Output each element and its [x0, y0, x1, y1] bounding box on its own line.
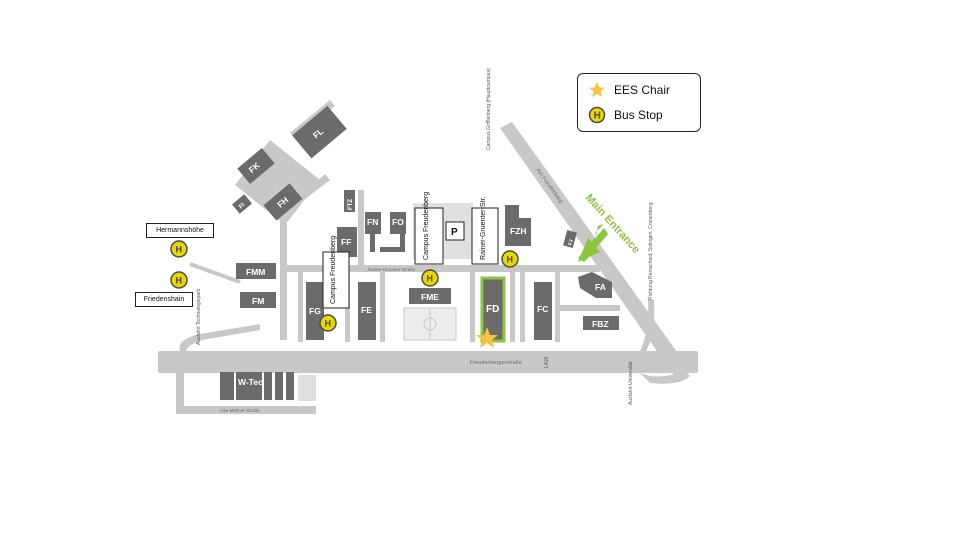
- freudenbergerstrasse-road: [158, 351, 698, 373]
- building-fo[interactable]: FO: [380, 212, 406, 252]
- star-icon: [589, 82, 605, 97]
- building-ftz-label: FTZ: [348, 199, 354, 210]
- fg-vertical-road: [280, 210, 287, 340]
- building-fa-label: FA: [595, 282, 606, 292]
- friedenshain-box: Friedenshain: [135, 292, 193, 307]
- ausfahrt-universitaet-label: Ausfahrt Universität: [628, 361, 634, 405]
- ausfahrt-technologiepark-label: Ausfahrt Technologiepark: [196, 288, 202, 345]
- building-fmm[interactable]: FMM: [236, 263, 276, 279]
- building-fj[interactable]: FJ: [563, 229, 577, 249]
- parking-sign: P: [445, 221, 465, 241]
- parking-label: P: [451, 227, 458, 238]
- building-fh[interactable]: FH: [263, 183, 303, 221]
- building-fbz[interactable]: FBZ: [583, 316, 619, 330]
- hermannshoehe-connector: [189, 262, 241, 284]
- building-fg[interactable]: FG: [306, 282, 324, 340]
- building-fj-label: FJ: [567, 239, 574, 246]
- rainer-gruenter-label: Rainer-Gruenter-Str.: [480, 197, 487, 260]
- building-ff-label: FF: [341, 237, 351, 247]
- bus-stop-icon[interactable]: H: [170, 271, 188, 289]
- fa-road: [560, 305, 620, 311]
- legend: EES Chair H Bus Stop: [577, 73, 701, 132]
- building-fi[interactable]: FI: [232, 194, 252, 214]
- left-vertical-road: [176, 362, 184, 414]
- building-fme[interactable]: FME: [409, 288, 451, 304]
- campus-freudenberg-label-1: Campus Freudenberg: [330, 236, 337, 304]
- friedenshain-label: Friedenshain: [143, 296, 185, 303]
- campus-griffenberg-label: Campus Grifflenberg (Hauptcampus): [486, 68, 492, 150]
- campus-freudenberg-label-2: Campus Freudenberg: [423, 192, 430, 260]
- bus-stop-icon[interactable]: H: [319, 314, 337, 332]
- building-fe[interactable]: FE: [358, 282, 376, 340]
- building-fme-label: FME: [421, 292, 439, 302]
- building-wtec-label: W-Tec: [238, 377, 263, 387]
- building-fm-label: FM: [252, 296, 264, 306]
- lane-3: [380, 272, 385, 342]
- svg-text:H: H: [325, 319, 332, 329]
- building-ftz[interactable]: FTZ: [344, 190, 355, 212]
- building-fn-label: FN: [367, 217, 378, 227]
- rainer-gruenter-box: Rainer-Gruenter-Str.: [471, 197, 499, 265]
- richtung-label: Richtung Remscheid, Solingen, Cronenberg: [648, 202, 654, 300]
- lise-meitner-road: [176, 406, 316, 414]
- lane-7: [555, 272, 560, 342]
- lane-6: [520, 272, 525, 342]
- legend-chair-row: EES Chair: [588, 80, 670, 100]
- building-fi-label: FI: [238, 202, 246, 210]
- building-fd-label: FD: [486, 304, 499, 315]
- bus-stop-icon[interactable]: H: [501, 250, 519, 268]
- bottom-left-curve: [179, 324, 260, 351]
- bus-stop-icon[interactable]: H: [421, 269, 439, 287]
- freudenbergerstrasse-label: Freudenbergerstraße: [470, 360, 522, 366]
- legend-busstop-label: Bus Stop: [614, 108, 663, 122]
- building-fm[interactable]: FM: [240, 292, 276, 308]
- right-curve: [640, 300, 655, 351]
- building-fc-label: FC: [537, 304, 548, 314]
- svg-text:H: H: [594, 111, 601, 122]
- l418-label: L418: [544, 357, 550, 368]
- campus-freudenberg-box-1: Campus Freudenberg: [322, 236, 350, 309]
- legend-busstop-row: H Bus Stop: [588, 105, 663, 125]
- legend-chair-label: EES Chair: [614, 83, 671, 97]
- hermannshoehe-label: Hermannshöhe: [156, 227, 204, 234]
- building-fn[interactable]: FN: [365, 212, 381, 252]
- lane-1: [298, 272, 303, 342]
- bus-stop-icon[interactable]: H: [170, 240, 188, 258]
- hermannshoehe-box: Hermannshöhe: [146, 223, 214, 238]
- building-fzh-label: FZH: [510, 226, 527, 236]
- star-icon[interactable]: [476, 327, 498, 348]
- lane-4: [470, 272, 475, 342]
- am-freudenberg-label: Am Freudenberg: [534, 168, 563, 205]
- entrance-arrow-icon: [578, 228, 608, 262]
- svg-text:H: H: [176, 276, 183, 286]
- building-wtec[interactable]: W-Tec: [220, 372, 294, 400]
- building-fa[interactable]: FA: [578, 272, 612, 298]
- lane-5: [510, 272, 515, 342]
- building-fe-label: FE: [361, 305, 372, 315]
- building-fd[interactable]: FD: [480, 276, 506, 343]
- building-fo-label: FO: [392, 217, 404, 227]
- building-fmm-label: FMM: [246, 267, 265, 277]
- building-fk[interactable]: FK: [237, 148, 275, 184]
- building-fzh[interactable]: FZH: [505, 205, 531, 246]
- right-end-curve: [640, 370, 690, 384]
- svg-text:H: H: [427, 274, 434, 284]
- lise-meitner-label: Lise-Meitner-Straße: [220, 408, 260, 413]
- bus-stop-icon: H: [588, 106, 606, 124]
- svg-text:H: H: [176, 245, 183, 255]
- building-fg-label: FG: [309, 306, 321, 316]
- lower-parking: [298, 375, 316, 401]
- building-fl[interactable]: FL: [292, 105, 347, 159]
- campus-freudenberg-box-2: Campus Freudenberg: [414, 192, 444, 265]
- building-fbz-label: FBZ: [592, 319, 609, 329]
- rainer-gruenter-road: [280, 265, 600, 272]
- building-ff[interactable]: FF: [337, 227, 357, 257]
- ftz-road: [358, 190, 364, 270]
- rainer-gruenter-strasse-label: Rainer-Gruenter-Straße: [368, 267, 416, 272]
- buildings: FL FK FH FI FTZ FF FN: [220, 105, 619, 400]
- svg-text:H: H: [507, 255, 514, 265]
- building-fc[interactable]: FC: [534, 282, 552, 340]
